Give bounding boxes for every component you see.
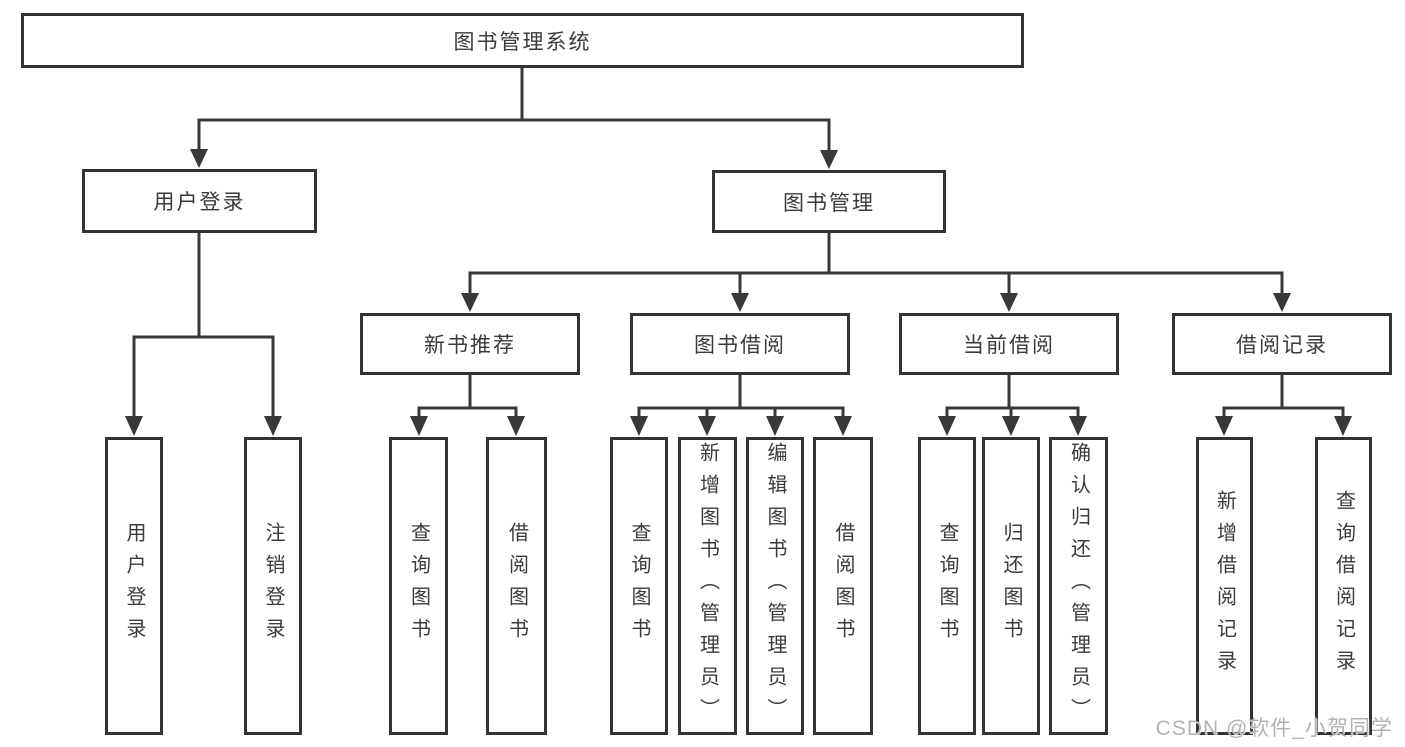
node-label: 用户登录 xyxy=(153,191,246,214)
leaf-label: 用户登录 xyxy=(123,522,145,650)
leaf-label: 确认归还（管理员） xyxy=(1067,442,1090,730)
leaf-label: 查询图书 xyxy=(936,522,958,650)
node-library-management-system: 图书管理系统 xyxy=(21,13,1024,68)
leaf-label: 编辑图书（管理员） xyxy=(764,442,786,730)
node-current-borrowing: 当前借阅 xyxy=(899,313,1119,375)
leaf-add-books-admin: 新增图书（管理员） xyxy=(678,437,737,735)
leaf-label: 查询借阅记录 xyxy=(1332,490,1355,682)
leaf-label: 查询图书 xyxy=(628,522,650,650)
node-label: 当前借阅 xyxy=(963,334,1055,357)
leaf-borrow-books-recommend: 借阅图书 xyxy=(486,437,547,735)
leaf-return-books: 归还图书 xyxy=(982,437,1040,735)
node-label: 图书借阅 xyxy=(694,334,786,357)
leaf-query-books-current: 查询图书 xyxy=(918,437,976,735)
node-user-login: 用户登录 xyxy=(82,169,317,233)
node-new-book-recommendation: 新书推荐 xyxy=(360,313,580,375)
leaf-label: 查询图书 xyxy=(407,522,430,650)
node-label: 新书推荐 xyxy=(424,334,516,357)
leaf-query-books-recommend: 查询图书 xyxy=(389,437,448,735)
node-book-borrowing: 图书借阅 xyxy=(630,313,850,375)
csdn-watermark: CSDN @软件_小贺同学 xyxy=(1155,717,1393,740)
node-label: 图书管理系统 xyxy=(453,30,592,54)
leaf-query-borrow-record: 查询借阅记录 xyxy=(1315,437,1372,735)
leaf-user-login: 用户登录 xyxy=(105,437,163,735)
leaf-query-books-borrow: 查询图书 xyxy=(610,437,668,735)
leaf-edit-books-admin: 编辑图书（管理员） xyxy=(746,437,804,735)
leaf-confirm-return-admin: 确认归还（管理员） xyxy=(1049,437,1108,735)
node-book-management: 图书管理 xyxy=(712,170,946,233)
leaf-add-borrow-record: 新增借阅记录 xyxy=(1196,437,1253,735)
node-label: 图书管理 xyxy=(783,191,875,215)
leaf-borrow-books: 借阅图书 xyxy=(813,437,873,735)
leaf-label: 新增图书（管理员） xyxy=(696,442,719,730)
leaf-label: 借阅图书 xyxy=(505,522,528,650)
leaf-label: 归还图书 xyxy=(1000,522,1022,650)
node-label: 借阅记录 xyxy=(1236,334,1328,357)
node-borrowing-records: 借阅记录 xyxy=(1172,313,1392,375)
leaf-logout: 注销登录 xyxy=(244,437,302,735)
leaf-label: 注销登录 xyxy=(262,522,284,650)
leaf-label: 新增借阅记录 xyxy=(1213,490,1236,682)
leaf-label: 借阅图书 xyxy=(832,522,854,650)
